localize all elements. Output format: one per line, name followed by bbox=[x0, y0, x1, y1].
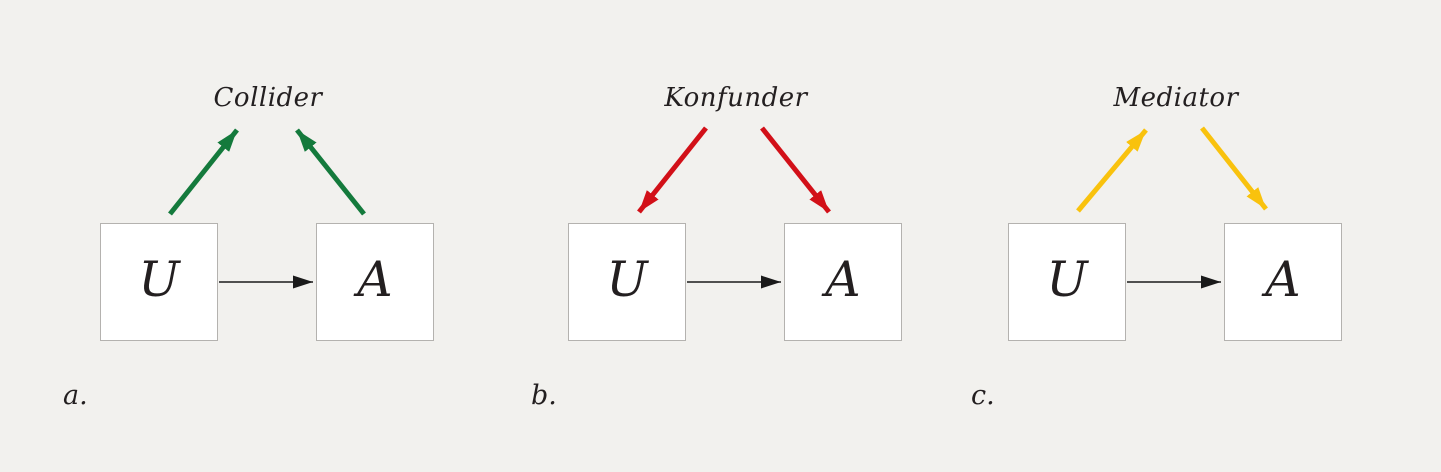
panel-caption-c: c. bbox=[971, 380, 995, 411]
node-u-letter: U bbox=[606, 250, 648, 308]
arrow-u-to-mediator bbox=[1076, 128, 1148, 213]
node-a-letter: A bbox=[825, 250, 861, 308]
node-u: U bbox=[568, 223, 686, 341]
node-a: A bbox=[316, 223, 434, 341]
arrow-u-to-collider bbox=[168, 128, 239, 216]
node-a: A bbox=[1224, 223, 1342, 341]
panel-confounder: Konfunder U A b. bbox=[508, 0, 928, 472]
node-u: U bbox=[100, 223, 218, 341]
node-a: A bbox=[784, 223, 902, 341]
panel-caption-b: b. bbox=[531, 380, 557, 411]
collider-label: Collider bbox=[213, 83, 323, 113]
arrow-confounder-to-u bbox=[637, 126, 708, 214]
node-u-letter: U bbox=[138, 250, 180, 308]
panel-caption-a: a. bbox=[63, 380, 88, 411]
node-a-letter: A bbox=[357, 250, 393, 308]
confounder-label: Konfunder bbox=[664, 83, 808, 113]
panel-mediator: Mediator U A c. bbox=[948, 0, 1368, 472]
arrow-a-to-collider bbox=[295, 128, 366, 216]
arrow-mediator-to-a bbox=[1200, 126, 1268, 211]
node-u: U bbox=[1008, 223, 1126, 341]
arrow-confounder-to-a bbox=[760, 126, 831, 214]
mediator-label: Mediator bbox=[1113, 83, 1239, 113]
node-a-letter: A bbox=[1265, 250, 1301, 308]
panel-collider: Collider U A a. bbox=[40, 0, 460, 472]
node-u-letter: U bbox=[1046, 250, 1088, 308]
